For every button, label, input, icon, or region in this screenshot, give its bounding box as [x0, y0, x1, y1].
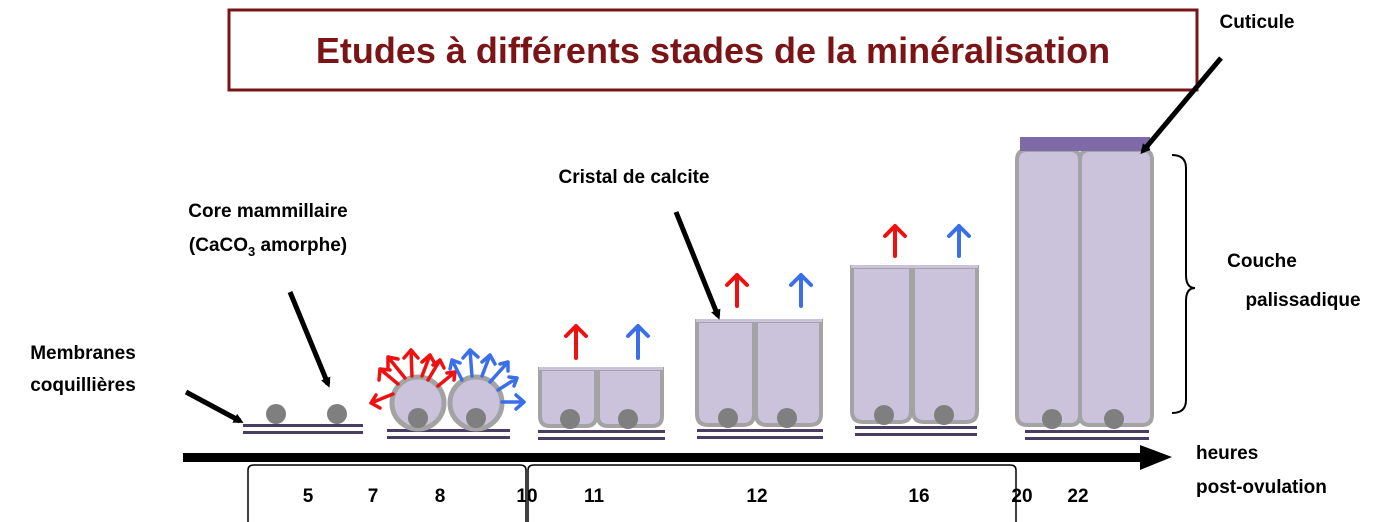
timeline-arrow	[183, 445, 1172, 470]
palisade-layer-label-line2: palissadique	[1245, 290, 1360, 311]
stage-4-crystals	[695, 273, 823, 439]
calcite-crystal-label: Cristal de calcite	[558, 167, 709, 188]
tick-label: 5	[303, 486, 314, 507]
title-border	[227, 8, 1199, 92]
mammillary-core	[718, 408, 738, 428]
mammillary-core	[466, 408, 486, 428]
membrane-line	[697, 436, 823, 439]
calcite-crystal	[754, 319, 823, 427]
cuticle-label: Cuticule	[1220, 12, 1295, 33]
membrane-line	[538, 430, 665, 433]
title-box: Etudes à différents stades de la minéral…	[227, 8, 1199, 92]
tick-label: 7	[368, 486, 379, 507]
stage-1-cores	[243, 404, 363, 434]
mammillary-core	[327, 404, 347, 424]
palisade-brace	[1171, 154, 1196, 414]
membrane-line	[855, 426, 977, 429]
calcite-crystal	[695, 319, 756, 427]
growth-arrow-blue	[789, 273, 813, 308]
calcite-crystal	[596, 367, 664, 428]
mammillary-core	[934, 405, 954, 425]
axis-label-line1: heures	[1196, 443, 1258, 464]
calcite-crystal	[1078, 148, 1154, 427]
title: Etudes à différents stades de la minéral…	[316, 30, 1110, 71]
tick-label: 10	[516, 486, 537, 507]
mammillary-core-label-line2: (CaCO3 amorphe)	[189, 235, 347, 259]
calcite-crystal	[850, 265, 913, 424]
membrane-line	[697, 429, 823, 432]
membrane-line	[855, 433, 977, 436]
shell-membranes-label-line2: coquillières	[30, 375, 136, 396]
mammillary-core	[408, 408, 428, 428]
time-ticks: 5 7 8 10 11 12 16 20 22	[303, 486, 1089, 507]
mammillary-core	[1042, 409, 1062, 429]
tick-label: 11	[584, 486, 605, 507]
mammillary-core	[1104, 409, 1124, 429]
axis-label-line2: post-ovulation	[1196, 477, 1327, 498]
stage-6-crystals	[1015, 137, 1154, 440]
palisade-layer-label-line1: Couche	[1227, 251, 1297, 272]
shell-membranes-label-line1: Membranes	[30, 343, 136, 364]
tick-label: 12	[746, 486, 767, 507]
membrane-line	[243, 431, 363, 434]
membrane-line	[1025, 430, 1149, 433]
tick-label: 20	[1011, 486, 1032, 507]
growth-arrows-blue	[448, 348, 526, 411]
tick-label: 16	[908, 486, 929, 507]
tick-label: 8	[435, 486, 446, 507]
crystal-top	[539, 367, 663, 370]
mammillary-core	[560, 409, 580, 429]
membrane-pointer-arrow	[184, 389, 244, 424]
stage-3-crystals	[538, 324, 665, 440]
calcite-crystal	[1015, 148, 1082, 427]
growth-arrow-blue	[947, 224, 971, 258]
tick-label: 22	[1067, 486, 1088, 507]
growth-arrow-blue	[626, 324, 650, 360]
calcite-pointer-arrow	[673, 211, 721, 320]
stage-5-crystals	[850, 224, 979, 436]
core-pointer-arrow	[287, 291, 331, 388]
mammillary-core	[618, 409, 638, 429]
crystal-top	[851, 265, 978, 268]
crystal-top	[696, 319, 822, 322]
calcite-spherulite	[389, 374, 447, 432]
growth-arrows-red	[369, 348, 457, 410]
membrane-line	[538, 437, 665, 440]
membrane-line	[1025, 437, 1149, 440]
calcite-crystal	[538, 367, 598, 428]
growth-arrow-red	[564, 324, 588, 360]
period-bracket-1	[247, 464, 527, 522]
stage-2-spherulites	[369, 348, 526, 439]
cuticle-layer	[1020, 137, 1150, 151]
membrane-line	[243, 424, 363, 427]
membrane-line	[387, 429, 510, 432]
membrane-line	[387, 436, 510, 439]
growth-arrow-red	[725, 273, 749, 308]
cuticle-pointer-arrow	[1140, 56, 1223, 155]
mammillary-core	[266, 404, 286, 424]
period-bracket-2	[527, 464, 1017, 522]
mammillary-core	[777, 408, 797, 428]
calcite-crystal	[911, 265, 979, 424]
mammillary-core	[874, 405, 894, 425]
mammillary-core-label-line1: Core mammillaire	[188, 201, 347, 222]
growth-arrow-red	[883, 224, 907, 258]
